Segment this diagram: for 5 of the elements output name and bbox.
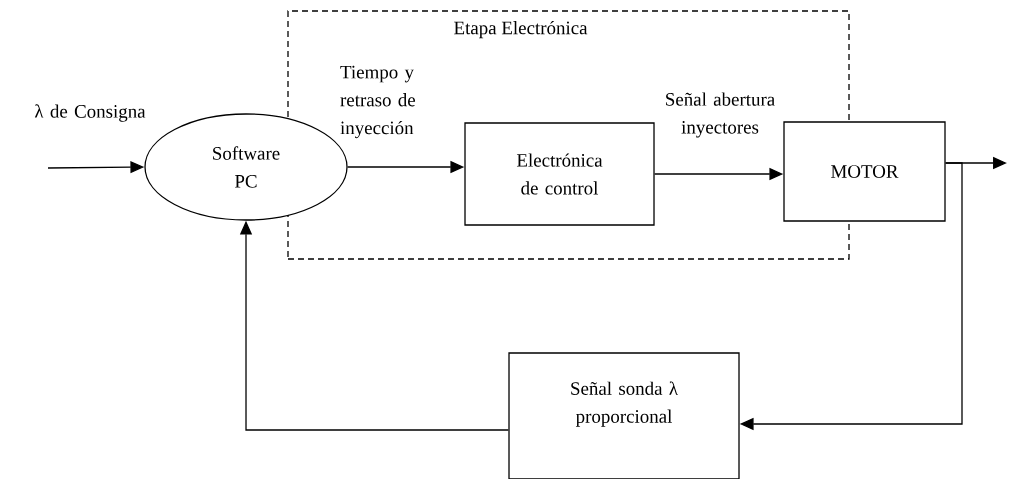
edge-label: Señal abertura inyectores <box>666 92 775 138</box>
edge-label: λ de Consigna <box>34 104 146 122</box>
process-box: MOTOR <box>783 121 946 222</box>
process-box: Señal sonda λ proporcional <box>508 352 740 479</box>
process-box: Electrónica de control <box>464 122 655 226</box>
